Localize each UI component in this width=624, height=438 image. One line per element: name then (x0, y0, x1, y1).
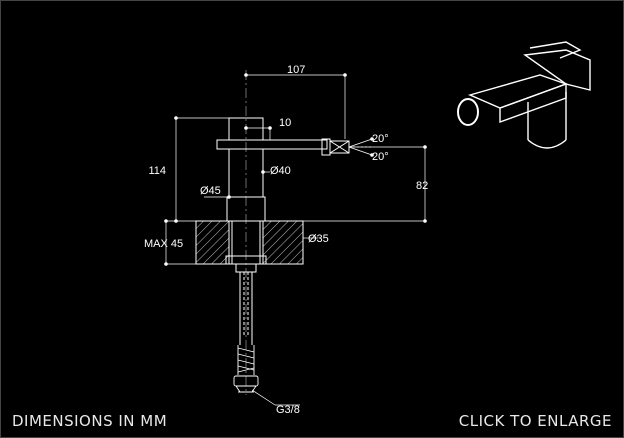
dim-angle-up: 20° (372, 133, 389, 145)
tap-body (216, 117, 328, 345)
dim-spout-height: 82 (416, 180, 428, 192)
dimension-lines (165, 74, 426, 406)
spray-head (321, 138, 350, 156)
dim-spout: 10 (279, 117, 291, 129)
dim-width-total: 107 (287, 64, 305, 76)
dim-diameter-hole: Ø35 (308, 233, 329, 245)
dim-thread: G3/8 (276, 404, 300, 416)
dim-max-deck: MAX 45 (144, 238, 183, 250)
click-to-enlarge-link[interactable]: CLICK TO ENLARGE (458, 412, 612, 430)
countertop-section (195, 220, 304, 265)
units-label: DIMENSIONS IN MM (12, 412, 168, 430)
dimension-points (164, 73, 427, 266)
dim-diameter-base: Ø45 (200, 185, 221, 197)
dim-angle-down: 20° (372, 151, 389, 163)
dim-height: 114 (148, 165, 166, 177)
angle-lines (348, 138, 373, 156)
flexible-hoses (233, 345, 259, 393)
dim-diameter-body: Ø40 (270, 165, 291, 177)
tap-isometric-preview[interactable] (457, 41, 591, 149)
